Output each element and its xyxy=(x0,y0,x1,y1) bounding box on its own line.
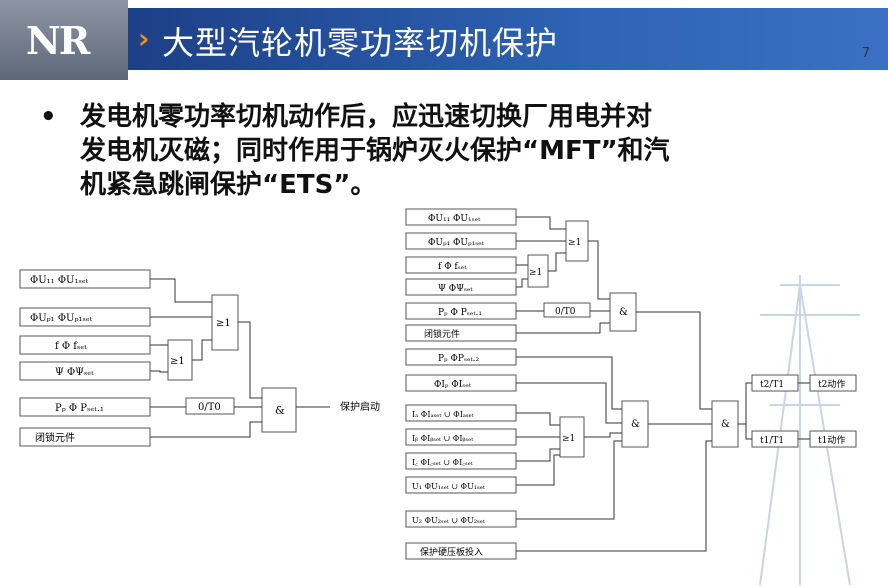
right-input-power-2-label: Pₚ ΦPₛₑₜ.₂ xyxy=(438,354,480,364)
right-logic-diagram: ΦU₁₁ ΦU₁ₛₑₜ ΦUₚ₁ ΦUₚ₁ₛₑₜ f Φ fₛₑₜ Ψ ΦΨₛₑ… xyxy=(405,208,860,586)
right-or-gate-current-label: ≥1 xyxy=(562,434,575,444)
left-logic-diagram: ΦU₁₁ ΦU₁ₛₑₜ ΦUₚ₁ ΦUₚ₁ₛₑₜ f Φ fₛₑₜ Ψ ΦΨₛₑ… xyxy=(19,269,380,447)
right-input-freq-label: f Φ fₛₑₜ xyxy=(438,262,467,272)
right-input-lock-label: 闭锁元件 xyxy=(424,328,460,340)
right-timer-label: 0/T0 xyxy=(555,307,576,317)
right-voltage-u2-label: U₂ ΦU₂ₛₑₜ ∪ ΦU₂ₛₑₜ xyxy=(412,516,485,525)
logo-band: NR xyxy=(0,0,128,80)
left-output-label: 保护启动 xyxy=(340,400,380,413)
right-and-gate-2-label: & xyxy=(631,419,640,430)
left-or-gate-2-label: ≥1 xyxy=(170,356,185,367)
right-current-b-label: Iᵦ ΦIᵦₛₑₜ ∪ ΦIᵦₛₑₜ xyxy=(412,434,473,443)
slide-header: NR › 大型汽轮机零功率切机保护 7 xyxy=(0,0,888,80)
left-input-voltage-1-label: ΦU₁₁ ΦU₁ₛₑₜ xyxy=(30,275,89,286)
tower-watermark-icon xyxy=(759,275,860,586)
right-wires xyxy=(516,216,810,552)
bullet-dot: • xyxy=(40,102,57,132)
right-and-gate-3-label: & xyxy=(721,419,730,430)
slide-title: 大型汽轮机零功率切机保护 xyxy=(162,24,559,62)
right-t2-output-label: t2动作 xyxy=(818,378,845,390)
left-timer xyxy=(185,397,235,415)
wire xyxy=(150,278,212,303)
left-timer-label: 0/T0 xyxy=(198,402,221,413)
right-input-voltage-2-label: ΦUₚ₁ ΦUₚ₁ₛₑₜ xyxy=(428,238,485,248)
wire xyxy=(192,339,212,361)
left-and-gate-label: & xyxy=(275,404,285,417)
chevron-right-icon: › xyxy=(138,22,150,55)
right-or-gate-mid-label: ≥1 xyxy=(529,268,542,278)
left-input-psi-label: Ψ ΦΨₛₑₜ xyxy=(55,367,94,378)
right-input-power-label: Pₚ Φ Pₛₑₜ.₁ xyxy=(438,308,482,318)
page-number: 7 xyxy=(861,46,870,61)
right-and-gate-1-label: & xyxy=(619,307,628,318)
bullet-line-3: 机紧急跳闸保护“ETS”。 xyxy=(80,170,377,200)
bullet-list: • 发电机零功率切机动作后，应迅速切换厂用电并对 发电机灭磁；同时作用于锅炉灭火… xyxy=(40,100,860,202)
right-input-current-label: ΦIₚ ΦIₛₑₜ xyxy=(434,380,472,390)
left-input-lock-label: 闭锁元件 xyxy=(35,431,75,444)
right-input-psi-label: Ψ ΦΨₛₑₜ xyxy=(438,284,474,294)
left-input-voltage-2-label: ΦUₚ₁ ΦUₚ₁ₛₑₜ xyxy=(30,313,93,324)
right-t2-timer-label: t2/T1 xyxy=(760,380,784,390)
right-current-c-label: I꜀ ΦI꜀ₛₑₜ ∪ ΦI꜀ₛₑₜ xyxy=(412,458,473,467)
right-current-a-label: Iₐ ΦIₐₛₑₜ ∪ ΦIₐₛₑₜ xyxy=(412,410,474,419)
bullet-item: • 发电机零功率切机动作后，应迅速切换厂用电并对 发电机灭磁；同时作用于锅炉灭火… xyxy=(40,100,860,202)
right-and-gate-3 xyxy=(711,400,739,448)
nr-logo: NR xyxy=(26,18,90,63)
right-t1-timer-label: t1/T1 xyxy=(760,436,784,446)
right-t1-output-label: t1动作 xyxy=(818,434,845,446)
left-or-gate-1-label: ≥1 xyxy=(216,318,231,329)
right-or-gate-top-label: ≥1 xyxy=(568,238,581,248)
right-and-gate-2 xyxy=(621,400,649,448)
bullet-line-2: 发电机灭磁；同时作用于锅炉灭火保护“MFT”和汽 xyxy=(80,136,670,166)
title-band xyxy=(128,8,888,70)
right-input-voltage-1-label: ΦU₁₁ ΦU₁ₛₑₜ xyxy=(428,214,481,224)
right-enable-label: 保护硬压板投入 xyxy=(420,546,483,558)
left-input-power-label: Pₚ Φ Pₛₑₜ.₁ xyxy=(55,403,104,414)
wire xyxy=(238,321,262,399)
right-timer xyxy=(543,302,591,318)
right-voltage-u1-label: U₁ ΦU₁ₛₑₜ ∪ ΦU₁ₛₑₜ xyxy=(412,482,485,491)
right-input-lock xyxy=(405,324,517,342)
bullet-line-1: 发电机零功率切机动作后，应迅速切换厂用电并对 xyxy=(80,102,653,132)
left-and-gate xyxy=(261,387,297,433)
wire xyxy=(150,370,168,373)
wire xyxy=(150,421,262,438)
left-input-freq-label: f Φ fₛₑₜ xyxy=(55,341,87,352)
right-or-gate-current xyxy=(559,416,585,458)
